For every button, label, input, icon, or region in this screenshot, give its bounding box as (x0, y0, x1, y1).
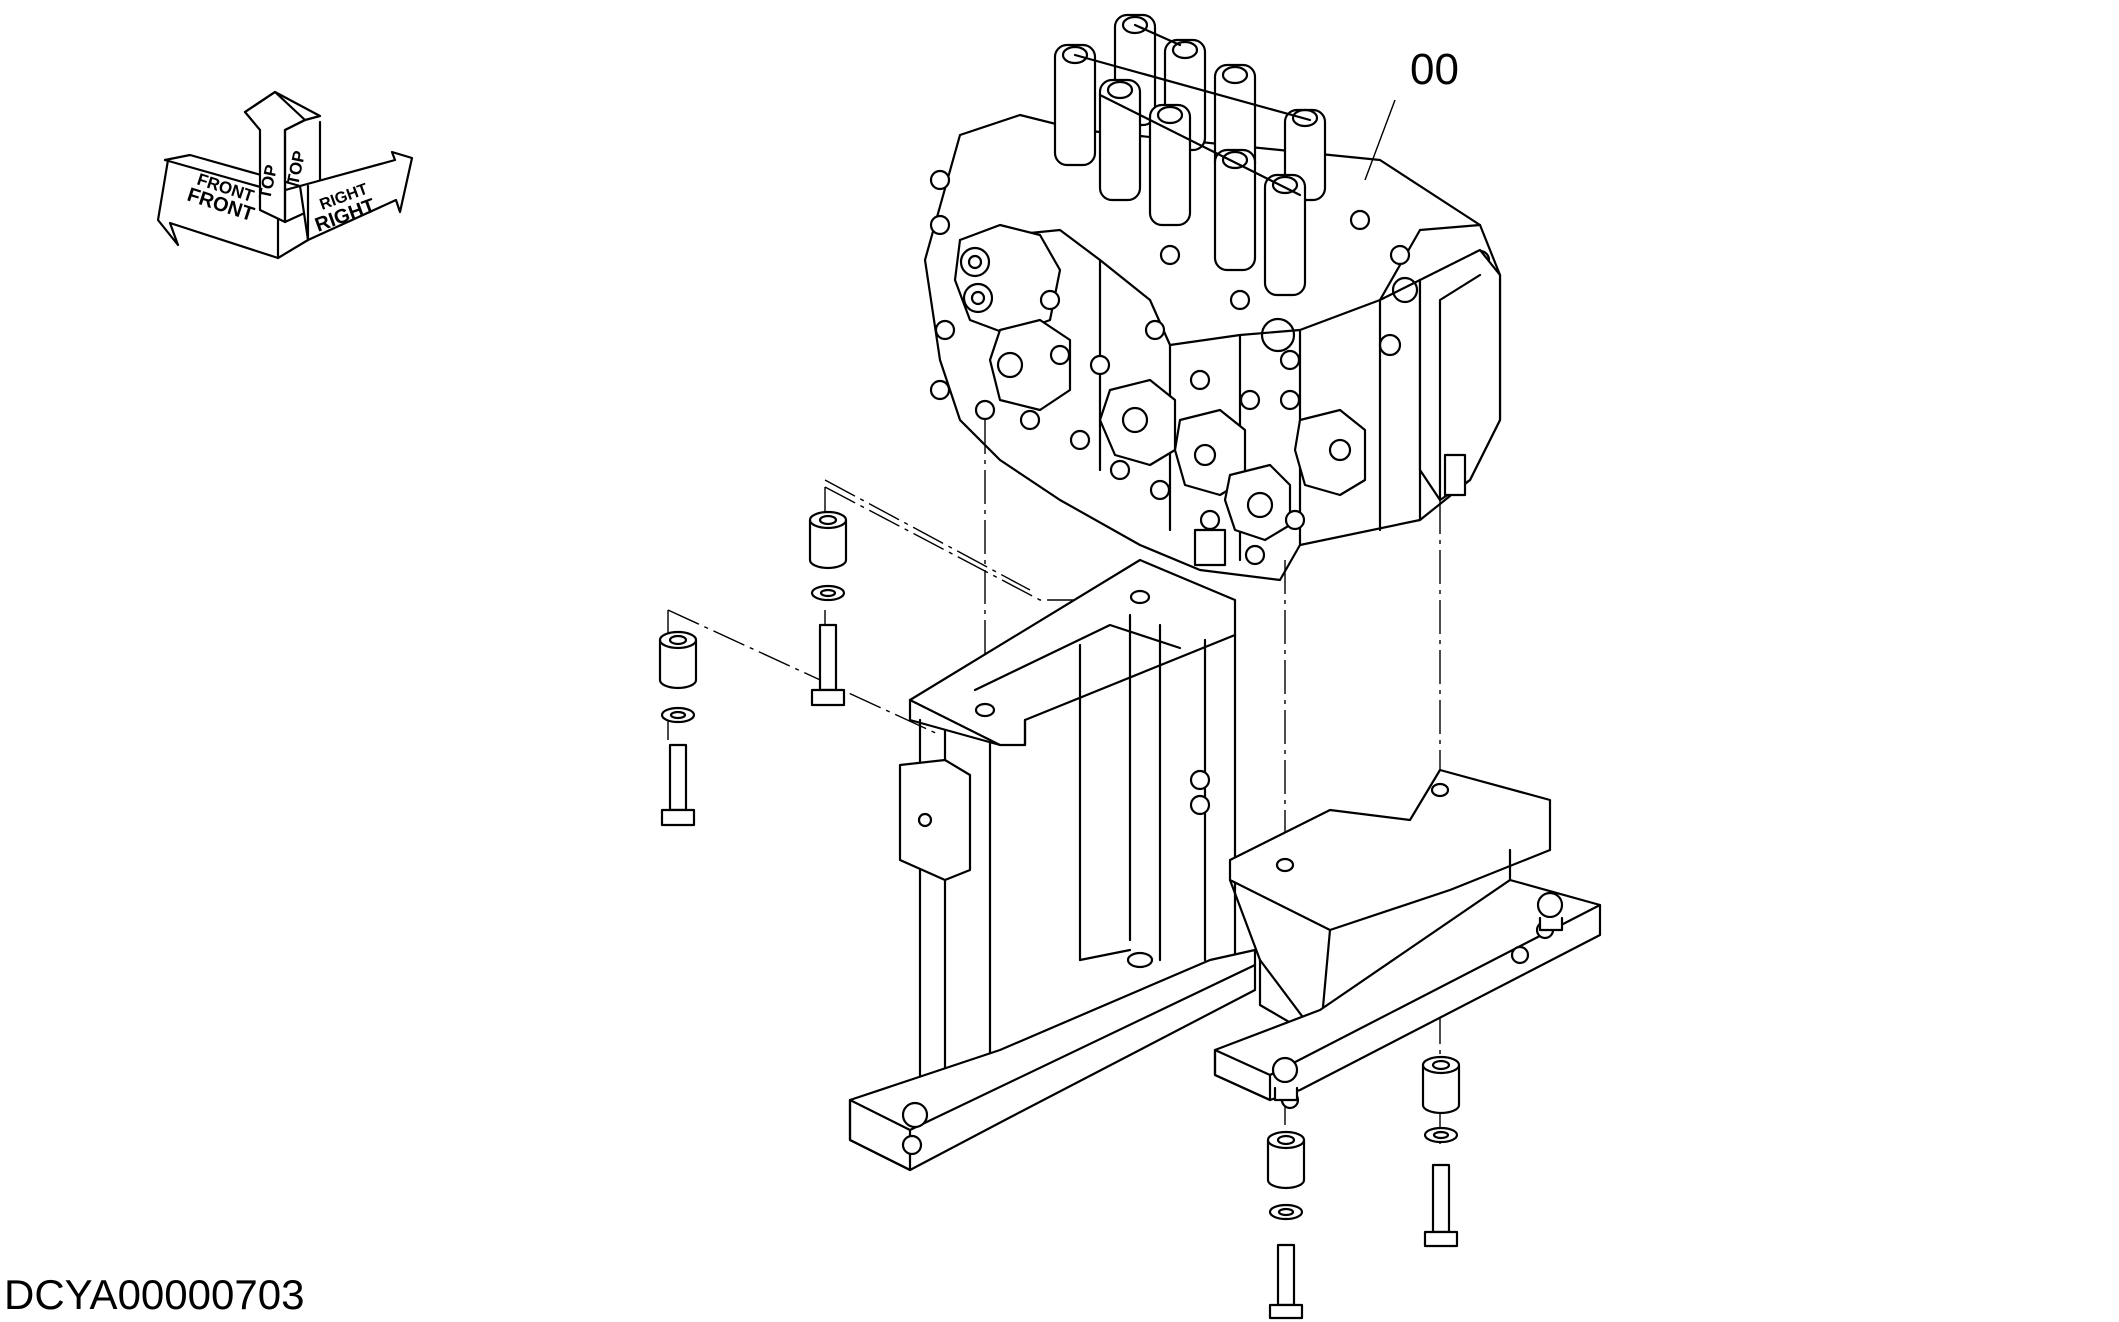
right-mounting-block (1213, 768, 1602, 1110)
orientation-indicator: FRONT FRONT TOP TOP RIGHT RIGHT (156, 90, 414, 260)
mount-bolts (1273, 916, 1564, 1102)
left-mounting-bracket (848, 558, 1257, 1172)
control-valve-assembly: 00 (923, 13, 1502, 582)
fastener-stack-3 (1266, 1130, 1306, 1320)
right-arrow-icon (298, 150, 414, 242)
callout-label: 00 (1410, 45, 1459, 94)
drawing-code: DCYA00000703 (4, 1271, 305, 1318)
fastener-stack-2 (658, 630, 698, 827)
fastener-stack-4 (1421, 1055, 1461, 1248)
top-arrow-label-2: TOP (283, 149, 309, 187)
fastener-stack-1 (808, 510, 848, 707)
